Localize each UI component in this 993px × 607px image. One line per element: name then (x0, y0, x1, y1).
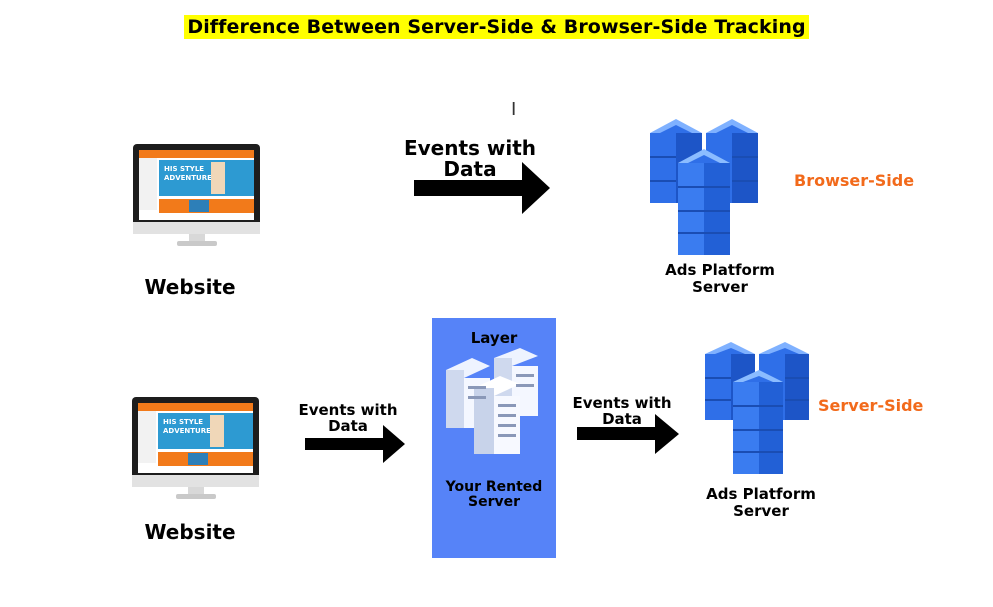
ads-server-stack-icon-top (650, 119, 758, 255)
banner-line-2-bottom: ADVENTURE (163, 427, 211, 435)
rented-server-layer-box: Layer Your Rented Server (432, 318, 556, 558)
arrow-right-icon-top (414, 162, 550, 214)
website-monitor-icon: HIS STYLE ADVENTURE (133, 144, 260, 246)
ads-server-label-bottom: Ads Platform Server (706, 485, 816, 520)
arrow-right-icon-bottom-2 (577, 414, 679, 454)
rented-server-label: Your Rented Server (445, 479, 543, 511)
browser-side-label: Browser-Side (794, 171, 915, 190)
rack-server-icon (446, 348, 538, 454)
server-cube-group (650, 119, 758, 255)
website-label-top: Website (144, 275, 236, 299)
ads-server-stack-icon-bottom (705, 342, 809, 474)
arrow-label-top: Events with Data (403, 136, 537, 181)
banner-line-1-bottom: HIS STYLE (163, 418, 203, 426)
arrow-label-bottom-1: Events with Data (298, 401, 398, 435)
banner-line-1: HIS STYLE (164, 165, 204, 173)
banner-line-2: ADVENTURE (164, 174, 212, 182)
arrow-label-bottom-2: Events with Data (572, 394, 672, 428)
arrow-right-icon-bottom-1 (305, 425, 405, 463)
diagram-title: Difference Between Server-Side & Browser… (0, 15, 993, 39)
text-cursor-icon: I (511, 99, 517, 120)
website-label-bottom: Website (144, 520, 236, 544)
website-monitor-icon-bottom: HIS STYLE ADVENTURE (132, 397, 259, 499)
ads-server-label-top: Ads Platform Server (665, 261, 775, 296)
layer-label: Layer (470, 329, 518, 347)
title-text: Difference Between Server-Side & Browser… (184, 15, 809, 39)
server-side-label: Server-Side (818, 396, 924, 415)
